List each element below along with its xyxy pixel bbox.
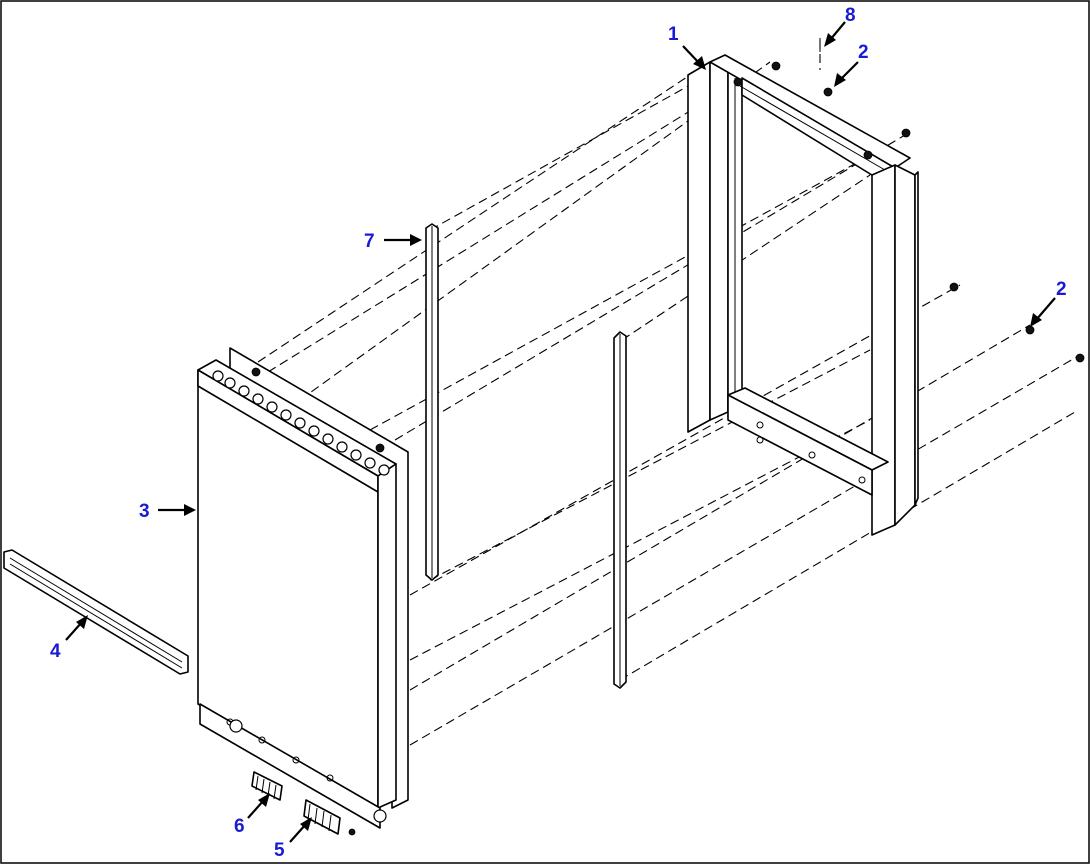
panel-assembly — [197, 347, 409, 829]
terminal-row — [212, 367, 390, 476]
callout-1: 1 — [668, 24, 679, 45]
callout-8: 8 — [845, 5, 856, 26]
callout-7: 7 — [364, 231, 375, 252]
dashed-assembly-lines — [257, 40, 1081, 746]
fitting-6 — [251, 771, 283, 801]
callout-2-right: 2 — [1056, 279, 1067, 300]
mounting-frame — [687, 54, 919, 536]
fitting-5 — [303, 799, 356, 836]
callout-2-top: 2 — [858, 42, 869, 63]
callout-5: 5 — [274, 840, 285, 861]
callout-4: 4 — [50, 641, 61, 662]
gasket-strip-right — [613, 331, 627, 689]
callout-3: 3 — [139, 501, 150, 522]
slide-rail — [3, 549, 189, 675]
callout-6: 6 — [234, 816, 245, 837]
gasket-strip-left — [425, 223, 439, 581]
bolts — [771, 38, 1085, 363]
callout-arrows — [65, 21, 1056, 843]
